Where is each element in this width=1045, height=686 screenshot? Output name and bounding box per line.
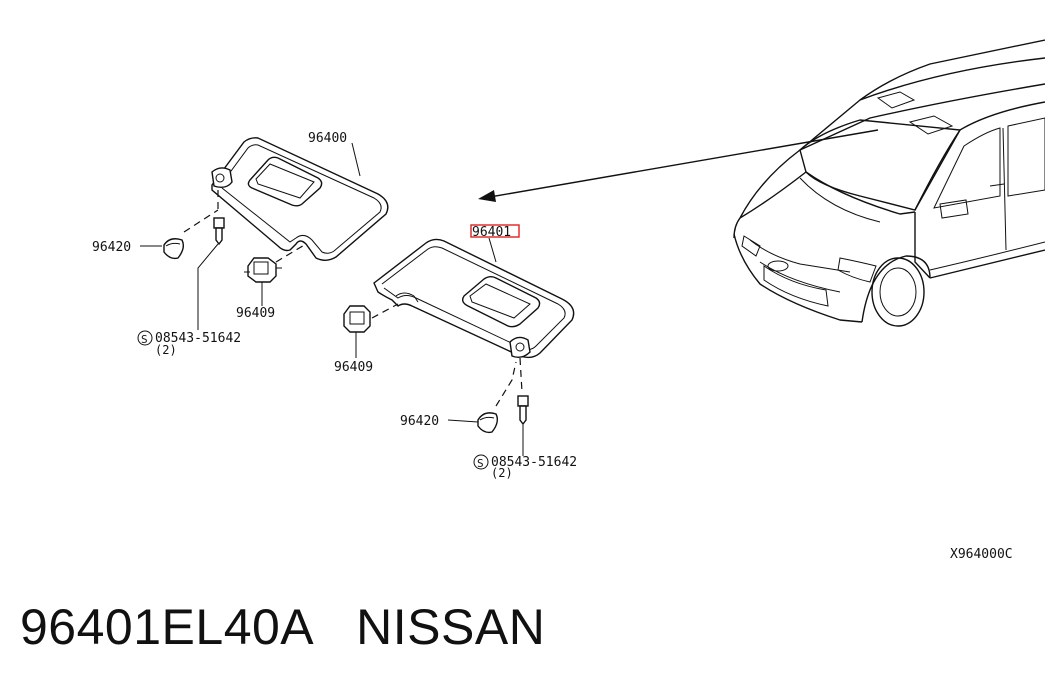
label-96401: 96401 [472, 225, 511, 240]
part-caption: 96401EL40A NISSAN [20, 598, 545, 656]
drawing-code: X964000C [950, 547, 1013, 562]
clip-right [343, 305, 371, 333]
part-number: 96401EL40A [20, 599, 315, 655]
clip-left [244, 257, 282, 283]
location-arrow [478, 129, 879, 202]
label-96409-right: 96409 [334, 360, 373, 375]
label-96420-left: 96420 [92, 240, 131, 255]
label-screw-left-qty: (2) [155, 343, 177, 357]
labels: 96400 96401 96420 96409 S 08543-51642 (2… [92, 131, 1013, 562]
sun-visor-right [373, 238, 575, 359]
car-illustration [733, 39, 1045, 327]
screw-left [213, 217, 225, 246]
screw-symbol-right-letter: S [477, 457, 484, 470]
label-96420-right: 96420 [400, 414, 439, 429]
screw-symbol-left [137, 330, 153, 346]
label-96400: 96400 [308, 131, 347, 146]
sun-visor-left [211, 137, 389, 261]
brand-name: NISSAN [356, 599, 546, 655]
label-screw-left: 08543-51642 [155, 331, 241, 346]
label-screw-right: 08543-51642 [491, 455, 577, 470]
label-screw-right-qty: (2) [491, 466, 513, 480]
label-96409-left: 96409 [236, 306, 275, 321]
highlight-box [470, 224, 520, 238]
cover-left [163, 238, 185, 260]
assembly-lines [183, 190, 523, 407]
screw-right [517, 395, 529, 426]
screw-symbol-right [473, 454, 489, 470]
leader-lines [140, 142, 524, 456]
cover-right [477, 412, 499, 434]
screw-symbol-left-letter: S [141, 333, 148, 346]
